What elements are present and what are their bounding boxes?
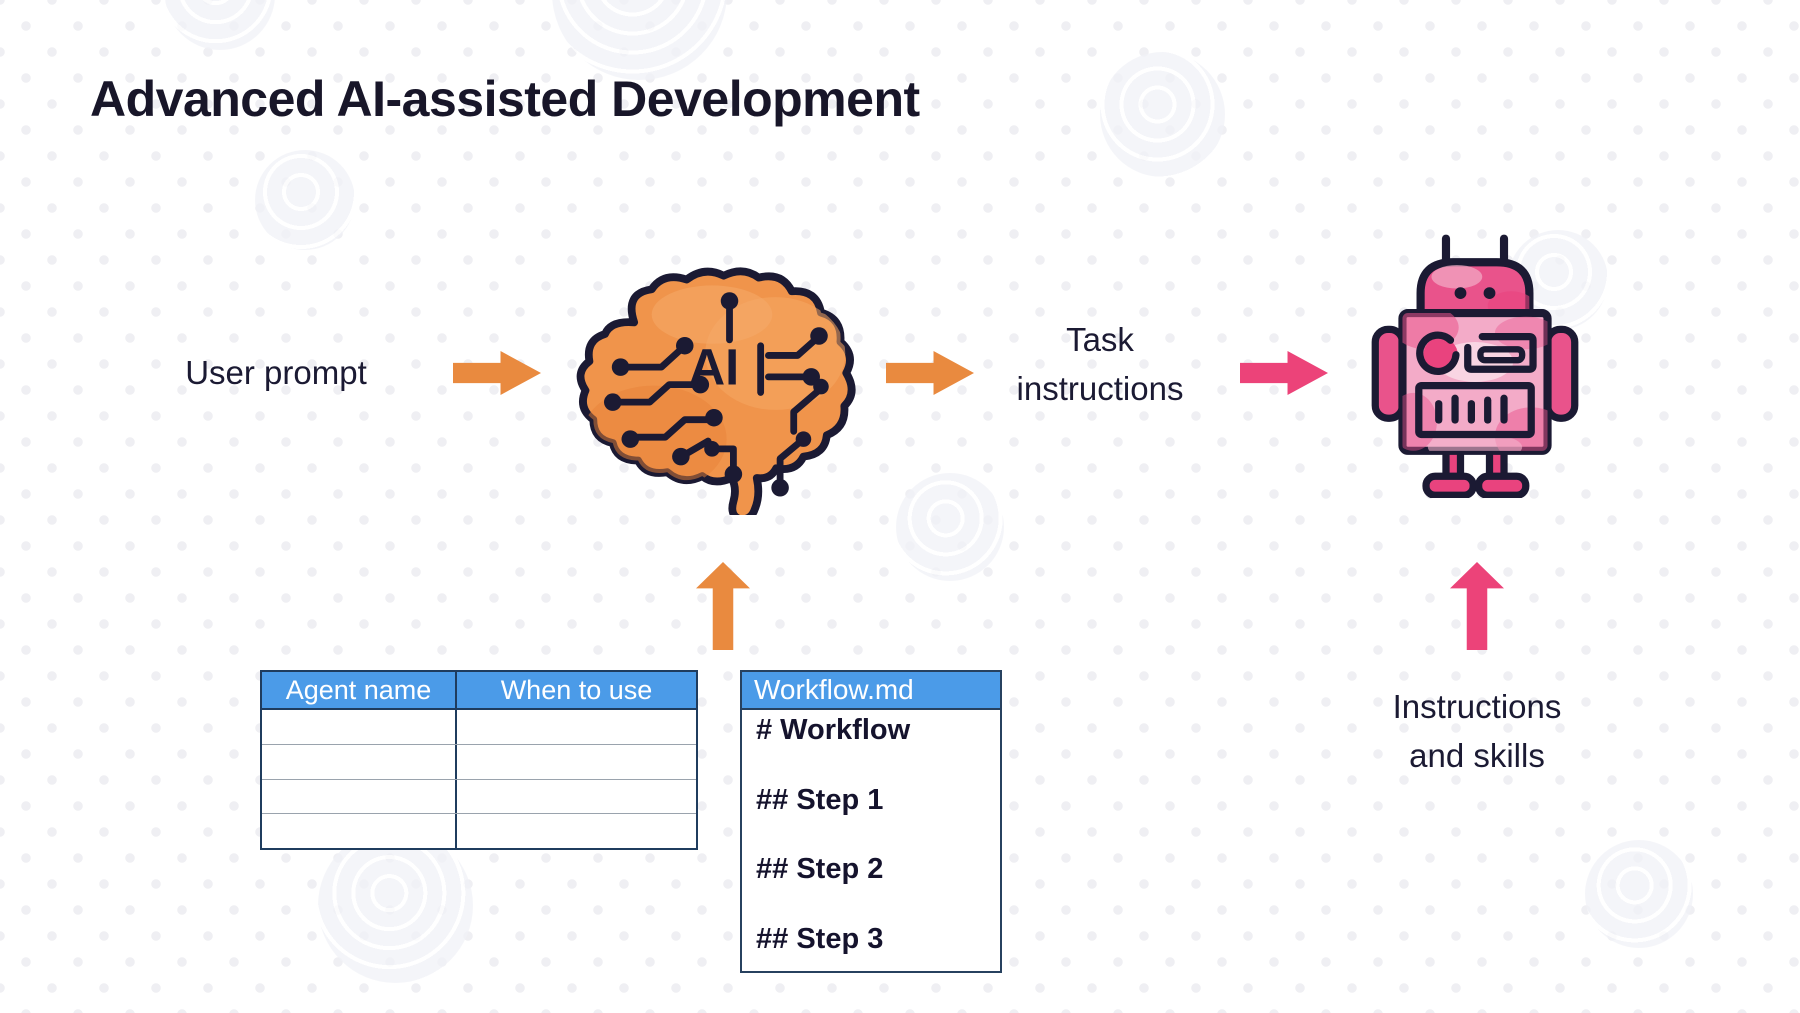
instructions-skills-label: Instructions and skills [1347, 682, 1607, 780]
user-prompt-label: User prompt [185, 354, 367, 391]
instructions-skills-line1: Instructions [1392, 688, 1562, 725]
table-row [262, 814, 696, 848]
table-row [262, 779, 696, 815]
workflow-line: ## Step 1 [756, 783, 884, 816]
table-cell [457, 710, 696, 744]
arrow-up-pink-icon [1450, 562, 1504, 650]
agents-table-header: Agent name When to use [262, 672, 696, 710]
workflow-card-title: Workflow.md [742, 672, 1000, 710]
topo-circle-decoration [318, 828, 473, 983]
agents-table-header-agent-name: Agent name [262, 672, 457, 708]
table-cell [262, 710, 457, 744]
table-cell [457, 745, 696, 779]
workflow-line: ## Step 2 [756, 853, 884, 886]
topo-circle-decoration [1585, 840, 1693, 948]
table-cell [457, 780, 696, 814]
brain-ai-label: AI [689, 339, 740, 396]
workflow-line: ## Step 3 [756, 922, 884, 955]
table-row [262, 710, 696, 745]
robot-svg [1371, 234, 1579, 499]
ai-brain-svg: AI [576, 267, 856, 524]
workflow-card-body: # Workflow ## Step 1 ## Step 2 ## Step 3 [742, 710, 1000, 971]
task-instructions-line2: instructions [1016, 370, 1184, 407]
task-instructions-label: Task instructions [960, 315, 1240, 413]
table-cell [262, 744, 457, 779]
arrow-right-pink-icon [1240, 351, 1328, 395]
topo-circle-decoration [1100, 52, 1225, 177]
topo-circle-decoration [255, 150, 355, 250]
workflow-line: # Workflow [756, 714, 911, 746]
topo-circle-decoration [896, 473, 1004, 581]
table-cell [457, 814, 696, 848]
agents-table-body [262, 710, 696, 848]
table-cell [262, 814, 457, 848]
task-instructions-line1: Task [1066, 321, 1134, 358]
arrow-right-icon [453, 351, 541, 395]
page-title: Advanced AI-assisted Development [90, 71, 920, 127]
agents-table: Agent name When to use [260, 670, 698, 850]
robot-icon [1366, 226, 1584, 503]
agents-table-header-when-to-use: When to use [500, 674, 653, 705]
table-row [262, 744, 696, 780]
arrow-up-icon [696, 562, 750, 650]
table-cell [262, 779, 457, 814]
ai-brain-icon: AI [566, 264, 858, 524]
workflow-card: Workflow.md # Workflow ## Step 1 ## Step… [740, 670, 1002, 973]
instructions-skills-line2: and skills [1409, 737, 1545, 774]
